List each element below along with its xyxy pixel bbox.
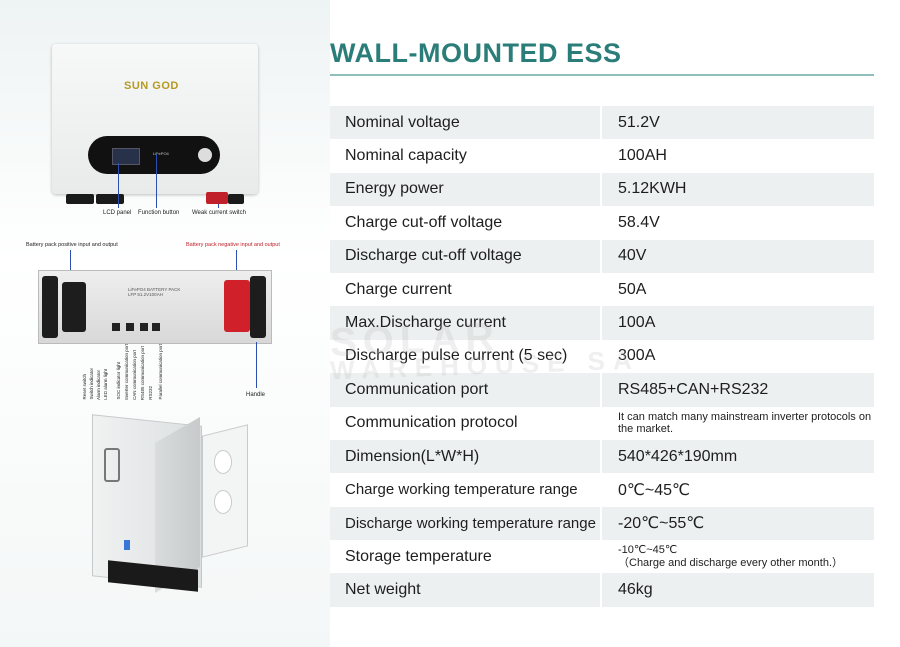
spec-value: -20℃~55℃: [602, 506, 874, 541]
spec-row: Energy power 5.12KWH: [330, 172, 874, 207]
port-label: CAN communication port: [132, 349, 137, 400]
spec-row: Discharge working temperature range -20℃…: [330, 506, 874, 541]
spec-value: 40V: [602, 239, 874, 273]
spec-value: 100A: [602, 306, 874, 340]
port-label: RS232: [148, 386, 153, 400]
switch-knob: [198, 148, 212, 162]
spec-row: Communication protocol It can match many…: [330, 406, 874, 440]
port-label: Alarm indicator: [96, 369, 101, 400]
port-1: [112, 323, 120, 331]
negative-terminal-label: Battery pack negative input and output: [186, 242, 280, 248]
port-4: [152, 323, 160, 331]
handle-label: Handle: [246, 392, 266, 398]
spec-row: Max.Discharge current 100A: [330, 306, 874, 340]
spec-table: Nominal voltage 51.2V Nominal capacity 1…: [330, 106, 874, 607]
terminal-foot-mid: [96, 194, 124, 204]
spec-value: RS485+CAN+RS232: [602, 373, 874, 407]
spec-row: Discharge cut-off voltage 40V: [330, 239, 874, 273]
spec-row: Nominal voltage 51.2V: [330, 106, 874, 140]
spec-label: Communication protocol: [330, 406, 600, 440]
lead-positive: [70, 250, 71, 280]
spec-label: Discharge working temperature range: [330, 506, 600, 541]
lead-handle: [256, 342, 257, 388]
black-terminal: [62, 282, 86, 332]
spec-value: 540*426*190mm: [602, 439, 874, 474]
plate-hole: [214, 450, 232, 474]
spec-value: -10℃~45℃ （Charge and discharge every oth…: [602, 540, 874, 574]
callout-lcd: LCD panel: [103, 210, 132, 216]
terminal-foot-right: [228, 194, 244, 204]
spec-label: Charge current: [330, 272, 600, 307]
cabinet-indicator: [124, 540, 130, 550]
spec-label: Max.Discharge current: [330, 306, 600, 340]
spec-row: Dimension(L*W*H) 540*426*190mm: [330, 439, 874, 474]
spec-value: 50A: [602, 272, 874, 307]
spec-row: Charge cut-off voltage 58.4V: [330, 206, 874, 240]
callout-line-lcd: [118, 163, 119, 208]
spec-row: Discharge pulse current (5 sec) 300A: [330, 339, 874, 374]
rack-handle-right: [250, 276, 266, 338]
spec-value: 0℃~45℃: [602, 473, 874, 507]
spec-row: Storage temperature -10℃~45℃ （Charge and…: [330, 540, 874, 574]
port-labels: Reset switch Switch indicator Alarm indi…: [82, 344, 172, 400]
port-label: Reset switch: [82, 374, 87, 400]
lcd-panel: [112, 148, 140, 165]
spec-label: Dimension(L*W*H): [330, 439, 600, 474]
spec-value: 100AH: [602, 139, 874, 173]
spec-label: Communication port: [330, 373, 600, 407]
spec-value: 51.2V: [602, 106, 874, 140]
positive-terminal-label: Battery pack positive input and output: [26, 242, 118, 248]
callout-line-function: [156, 154, 157, 208]
callout-weak-switch: Weak current switch: [192, 210, 246, 216]
spec-label: Net weight: [330, 573, 600, 607]
callout-function: Function button: [138, 210, 180, 216]
spec-value: 300A: [602, 339, 874, 374]
port-label: RS485 communication port: [140, 345, 145, 400]
storage-temp-value: -10℃~45℃: [618, 543, 678, 556]
spec-row: Nominal capacity 100AH: [330, 139, 874, 173]
terminal-foot-left: [66, 194, 94, 204]
spec-row: Net weight 46kg: [330, 573, 874, 607]
port-2: [126, 323, 134, 331]
port-label: Switch indicator: [89, 368, 94, 400]
brand-logo: SUN GOD: [124, 80, 179, 92]
rack-handle-left: [42, 276, 58, 338]
cabinet-handle: [104, 448, 120, 482]
pack-text: LiFePO4 BATTERY PACK LFP 51.2V100AH: [128, 287, 181, 297]
spec-label: Nominal capacity: [330, 139, 600, 173]
port-3: [140, 323, 148, 331]
title-divider: [330, 74, 874, 76]
storage-temp-note: （Charge and discharge every other month.…: [618, 556, 844, 569]
lead-negative: [236, 250, 237, 280]
spec-label: Discharge pulse current (5 sec): [330, 339, 600, 374]
spec-value: 46kg: [602, 573, 874, 607]
spec-row: Charge working temperature range 0℃~45℃: [330, 473, 874, 507]
spec-value: 58.4V: [602, 206, 874, 240]
plate-hole: [214, 490, 232, 514]
spec-label: Energy power: [330, 172, 600, 207]
spec-label: Storage temperature: [330, 540, 600, 574]
port-label: SOC indicator light: [116, 362, 121, 400]
spec-value: It can match many mainstream inverter pr…: [602, 406, 874, 440]
red-terminal: [206, 192, 228, 204]
port-label: Parallel communication port: [158, 344, 163, 400]
page-title: WALL-MOUNTED ESS: [330, 38, 622, 68]
spec-value: 5.12KWH: [602, 172, 874, 207]
spec-row: Charge current 50A: [330, 272, 874, 307]
callout-line-switch: [218, 204, 219, 208]
port-label: LED alarm light: [103, 369, 108, 400]
port-label: Inverter communication port: [124, 344, 129, 400]
red-terminal-rack: [224, 280, 250, 332]
spec-label: Discharge cut-off voltage: [330, 239, 600, 273]
spec-row: Communication port RS485+CAN+RS232: [330, 373, 874, 407]
spec-label: Charge cut-off voltage: [330, 206, 600, 240]
panel-text: LiFePO4: [153, 151, 169, 156]
spec-label: Charge working temperature range: [330, 473, 600, 507]
spec-label: Nominal voltage: [330, 106, 600, 140]
